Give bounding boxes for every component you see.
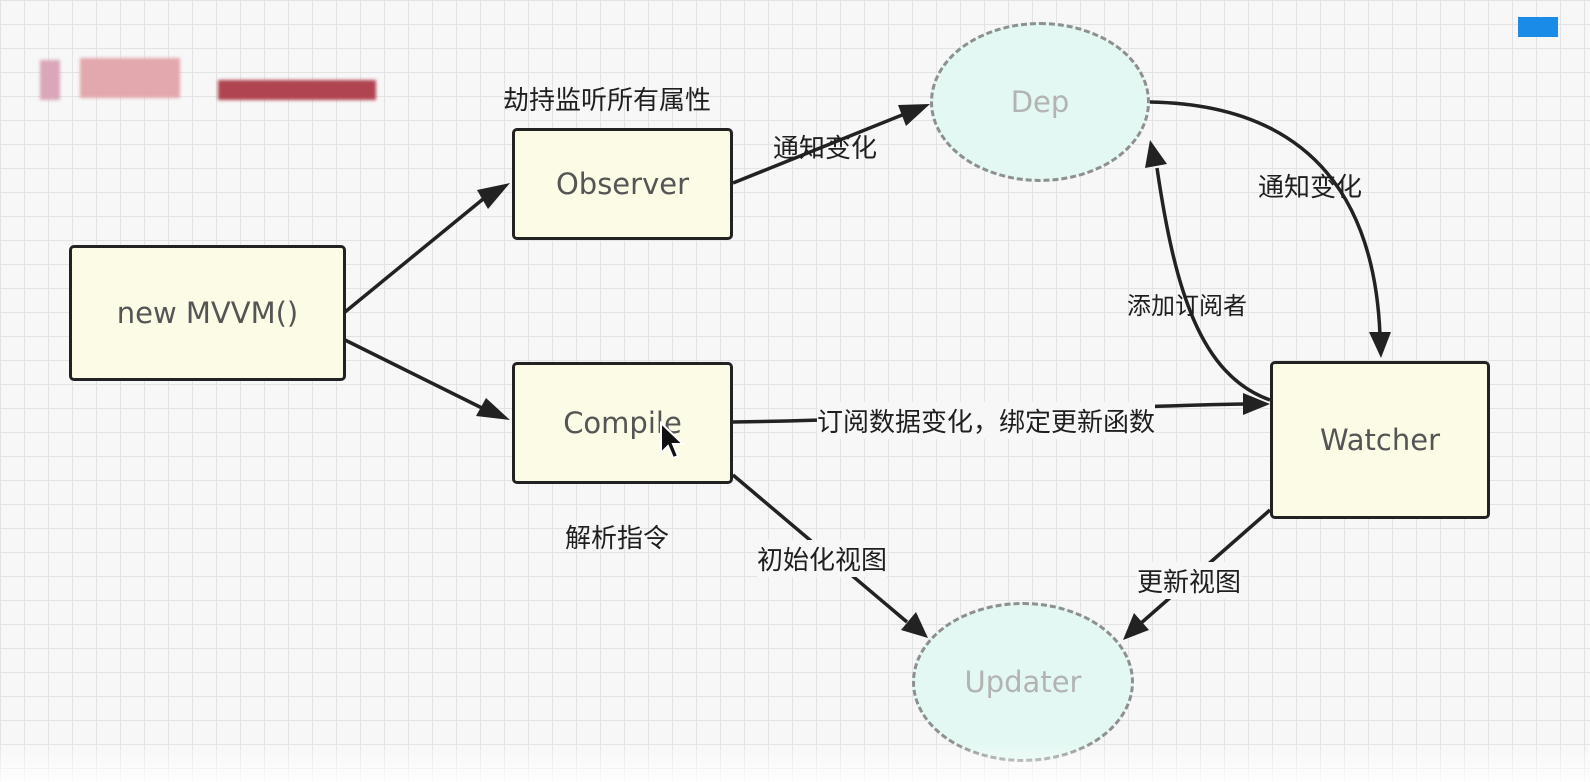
arrowhead-mvvm-observer (477, 183, 510, 209)
label-init-view: 初始化视图 (757, 540, 888, 577)
edge-mvvm-observer (343, 193, 490, 314)
node-observer[interactable]: Observer (512, 128, 733, 240)
node-new-mvvm-label: new MVVM() (116, 296, 299, 330)
arrowhead-mvvm-compile (476, 398, 510, 420)
bottom-fade (0, 742, 1590, 782)
edge-dep-watcher (1149, 100, 1382, 336)
node-new-mvvm[interactable]: new MVVM() (69, 245, 346, 381)
label-parse-directives: 解析指令 (565, 524, 670, 554)
arrowhead-compile-updater (901, 612, 928, 638)
node-watcher-label: Watcher (1319, 423, 1441, 457)
node-watcher[interactable]: Watcher (1270, 361, 1490, 519)
label-notify-dep-watcher: 通知变化 (1258, 173, 1363, 203)
arrowhead-compile-watcher (1243, 393, 1270, 415)
node-observer-label: Observer (555, 167, 690, 201)
edge-watcher-dep (1155, 167, 1271, 402)
node-updater[interactable]: Updater (912, 602, 1134, 762)
label-notify-observer-dep: 通知变化 (773, 134, 878, 164)
node-dep-label: Dep (1010, 85, 1070, 119)
arrowhead-dep-watcher (1369, 332, 1391, 358)
node-updater-label: Updater (964, 665, 1082, 699)
node-compile[interactable]: Compile (512, 362, 733, 484)
label-add-subscriber: 添加订阅者 (1127, 292, 1247, 320)
edge-observer-dep (732, 111, 908, 185)
label-update-view: 更新视图 (1137, 562, 1242, 599)
arrowhead-observer-dep (898, 104, 930, 126)
arrowhead-watcher-dep (1145, 140, 1167, 168)
arrowhead-watcher-updater (1123, 613, 1149, 640)
label-subscribe-bind: 订阅数据变化，绑定更新函数 (817, 402, 1156, 439)
node-dep[interactable]: Dep (930, 22, 1150, 182)
selection-handle[interactable] (1518, 17, 1558, 37)
mouse-pointer-icon (660, 421, 686, 460)
label-hijack-properties: 劫持监听所有属性 (503, 86, 712, 116)
edge-mvvm-compile (344, 338, 489, 413)
